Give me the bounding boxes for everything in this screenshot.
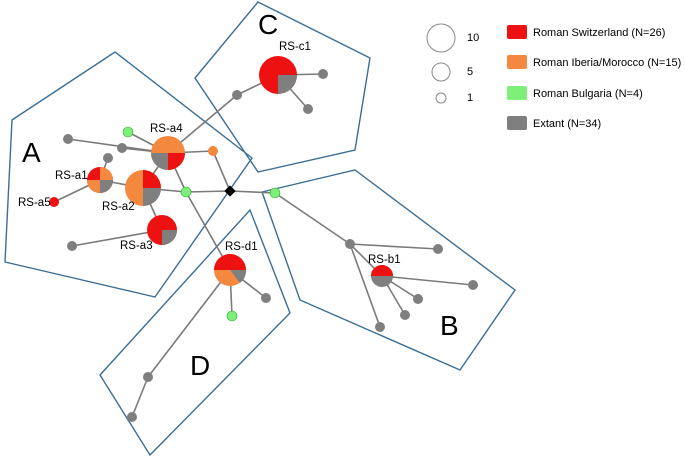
- legend-label: Roman Bulgaria (N=4): [533, 88, 643, 100]
- iberia-node: [208, 146, 218, 156]
- edge: [349, 243, 381, 328]
- legend-label: Extant (N=34): [533, 118, 601, 130]
- extant-node: [143, 372, 153, 382]
- haplotype-label: RS-d1: [225, 241, 258, 253]
- extant-node: [103, 153, 113, 163]
- region-a-label: A: [22, 137, 41, 168]
- size-legend-circle: [426, 23, 456, 53]
- bulgaria-node: [180, 186, 192, 198]
- extant-node: [400, 310, 410, 320]
- legend-label: Roman Switzerland (N=26): [533, 27, 665, 39]
- haplotype-label: RS-c1: [279, 41, 311, 53]
- extant-node: [345, 239, 355, 249]
- edge: [71, 229, 163, 247]
- extant-node: [63, 134, 73, 144]
- size-legend-label: 1: [467, 92, 473, 104]
- extant-node: [127, 412, 137, 422]
- size-legend-label: 10: [467, 32, 479, 44]
- edge: [349, 243, 439, 250]
- extant-node: [468, 280, 478, 290]
- size-legend-label: 5: [467, 66, 473, 78]
- haplotype-label: RS-b1: [368, 254, 401, 266]
- region-b-label: B: [440, 310, 459, 341]
- edge: [274, 192, 351, 245]
- haplotype-rs-a1-pie: [87, 167, 113, 193]
- bulgaria-node: [226, 310, 238, 322]
- haplotype-rs-a4-pie: [151, 136, 185, 170]
- haplotype-rs-a3-pie: [147, 215, 177, 245]
- haplotype-rs-a2-pie: [125, 170, 161, 206]
- edge: [212, 150, 231, 192]
- median-vector-node: [224, 185, 236, 197]
- bulgaria-node: [122, 126, 134, 138]
- legend-swatch-extant: [507, 116, 527, 130]
- haplotype-label: RS-a3: [120, 240, 153, 252]
- edge: [185, 190, 231, 193]
- region-d-boundary: [99, 208, 291, 457]
- region-a-boundary: [4, 51, 253, 298]
- region-c-label: C: [258, 9, 278, 40]
- extant-node: [67, 241, 77, 251]
- legend-swatch-roman-switzerland: [507, 25, 527, 39]
- extant-node: [117, 143, 127, 153]
- edge: [131, 376, 149, 418]
- edge: [381, 275, 474, 286]
- extant-node: [318, 69, 328, 79]
- haplotype-label: RS-a4: [150, 123, 183, 135]
- size-legend-circle: [431, 62, 451, 82]
- extant-node: [375, 322, 385, 332]
- extant-node: [433, 244, 443, 254]
- rs-a5-node: [49, 197, 59, 207]
- haplotype-label: RS-a1: [55, 170, 88, 182]
- region-b-boundary: [261, 169, 516, 371]
- extant-node: [303, 104, 313, 114]
- edge: [229, 190, 276, 194]
- legend-swatch-roman-bulgaria: [507, 86, 527, 100]
- size-legend-circle: [435, 92, 447, 104]
- legend-label: Roman Iberia/Morocco (N=15): [533, 57, 681, 69]
- haplotype-label: RS-a2: [102, 201, 135, 213]
- haplotype-rs-c1-pie: [259, 56, 297, 94]
- extant-node: [413, 294, 423, 304]
- haplotype-label: RS-a5: [18, 197, 51, 209]
- legend-swatch-roman-iberia-morocco: [507, 55, 527, 69]
- extant-node: [261, 293, 271, 303]
- region-d-label: D: [190, 350, 210, 381]
- single-nodes: [49, 69, 478, 422]
- size-legend: 10 5 1: [426, 23, 479, 104]
- group-legend: Roman Switzerland (N=26) Roman Iberia/Mo…: [507, 25, 681, 130]
- haplotype-rs-b1-pie: [371, 265, 393, 287]
- region-c-boundary: [194, 1, 371, 173]
- extant-node: [232, 90, 242, 100]
- haplotype-rs-d1-pie: [214, 254, 247, 286]
- edge: [147, 269, 231, 378]
- bulgaria-node: [269, 187, 281, 199]
